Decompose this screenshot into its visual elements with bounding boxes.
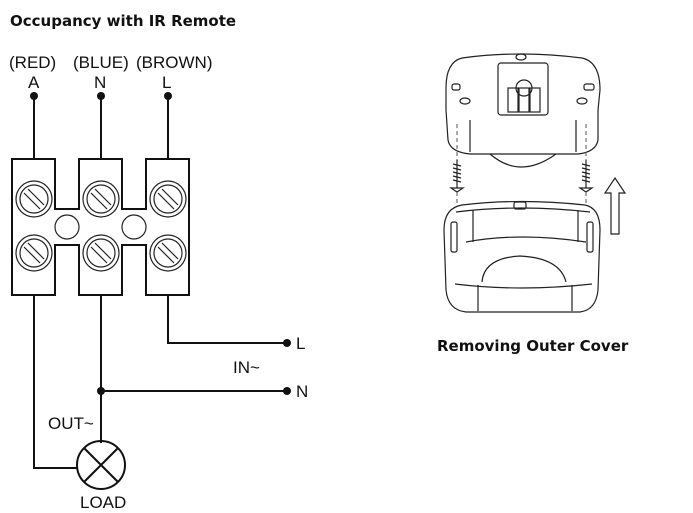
wire-load — [33, 295, 77, 469]
terminal-color-red: (RED) — [9, 53, 56, 72]
terminal-letter-l: L — [162, 73, 171, 92]
terminal-color-blue: (BLUE) — [73, 53, 129, 72]
terminal-letter-n: N — [94, 73, 106, 92]
screw-icon — [82, 234, 120, 272]
cover-caption: Removing Outer Cover — [437, 337, 629, 355]
terminal-hole — [54, 214, 80, 240]
sensor-body-illustration — [445, 53, 601, 168]
top-terminal-l — [164, 92, 172, 159]
screw-left-icon — [449, 124, 465, 208]
wire-line-in — [167, 295, 287, 344]
screw-icon — [149, 180, 187, 218]
input-terminal-n — [283, 387, 291, 395]
outer-cover-illustration — [443, 200, 601, 313]
input-label-n: N — [296, 382, 308, 401]
screw-icon — [15, 234, 53, 272]
terminal-hole — [121, 214, 147, 240]
load-lamp-icon — [76, 440, 126, 490]
screw-icon — [15, 180, 53, 218]
wiring-diagram-title: Occupancy with IR Remote — [10, 12, 237, 30]
screw-icon — [82, 180, 120, 218]
terminal-block — [11, 158, 190, 296]
input-label: IN~ — [233, 358, 260, 377]
terminal-letter-a: A — [28, 73, 40, 92]
arrow-up-icon — [603, 176, 627, 235]
top-terminal-a — [30, 92, 38, 159]
input-terminal-l — [283, 339, 291, 347]
output-label: OUT~ — [48, 414, 94, 433]
screw-right-icon — [578, 124, 594, 208]
top-terminal-n — [97, 92, 105, 159]
load-label: LOAD — [80, 493, 126, 512]
screw-icon — [149, 234, 187, 272]
input-label-l: L — [296, 334, 305, 353]
terminal-color-brown: (BROWN) — [136, 53, 212, 72]
